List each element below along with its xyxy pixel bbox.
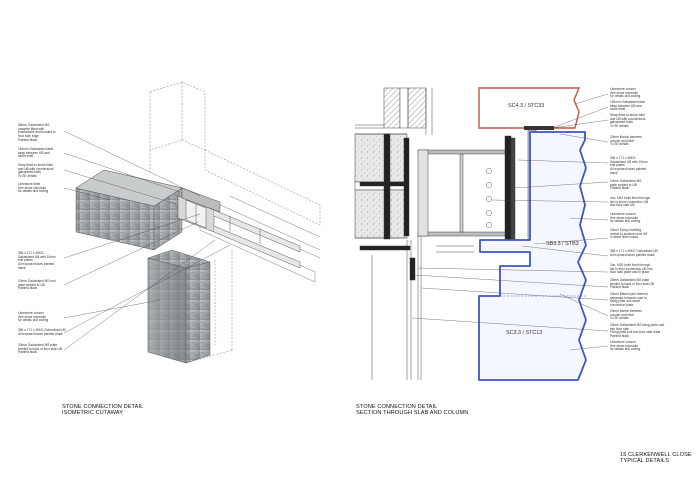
stone-outline-blue [478,131,587,381]
right-leader-lines [411,93,609,351]
isometric-cutaway [75,81,321,364]
left-leader-lines [63,130,231,351]
tag-upper-column: SC4.3 / STC33 [508,103,545,109]
strap-plate [524,126,554,130]
tag-beam: SB3.3 / STB3 [546,241,579,247]
tag-lower-column: SC3.3 / STC13 [506,330,543,336]
upper-column-outline [478,87,581,129]
